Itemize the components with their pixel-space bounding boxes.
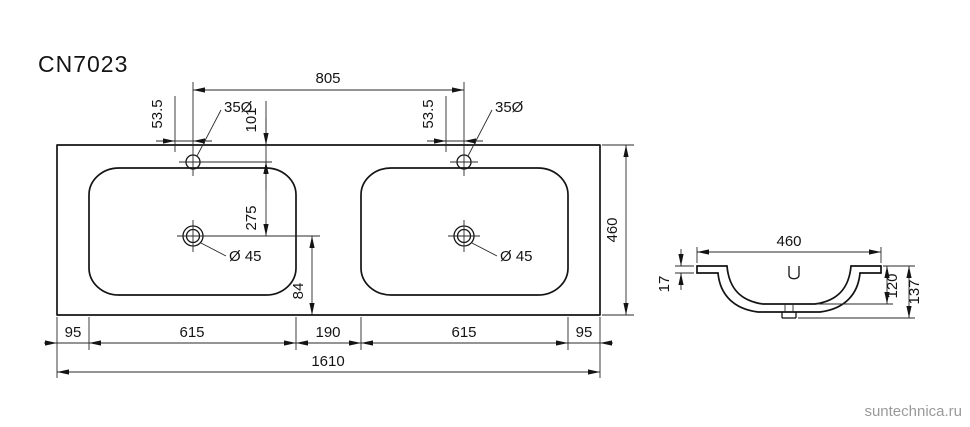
dimension-rim-thickness: 17 — [656, 249, 694, 292]
dim-section-460-label: 460 — [776, 233, 801, 250]
dimension-width-chain: 95 615 190 615 95 — [44, 324, 613, 346]
callout-drain-diameter-right: Ø 45 — [471, 242, 533, 265]
dimension-depth: 460 — [602, 144, 634, 316]
basin-section-profile — [696, 265, 882, 319]
dim-460-label: 460 — [604, 217, 621, 242]
chain-95-left-label: 95 — [65, 324, 82, 341]
faucet-hole-right-icon — [450, 82, 478, 176]
dimension-faucet-offset-right: 53.5 — [420, 96, 483, 152]
basin-right-outline — [360, 167, 569, 296]
dimension-drain-to-front: 84 — [290, 236, 315, 315]
drain-diameter-right-label: Ø 45 — [500, 248, 533, 265]
basin-left-outline — [88, 167, 297, 296]
drain-diameter-left-label: Ø 45 — [229, 248, 262, 265]
dimension-faucet-to-drain: 275 — [243, 162, 269, 236]
chain-190-label: 190 — [315, 324, 340, 341]
chain-95-right-label: 95 — [576, 324, 593, 341]
dimension-overall-height: 137 — [798, 266, 923, 319]
drain-section-icon — [781, 304, 797, 319]
chain-615-right-label: 615 — [451, 324, 476, 341]
model-number-label: CN7023 — [38, 51, 128, 77]
faucet-hole-left-icon — [179, 82, 272, 176]
dimension-faucet-spacing: 805 — [193, 70, 464, 93]
callout-drain-diameter-left: Ø 45 — [200, 242, 262, 265]
dim-120-label: 120 — [884, 273, 901, 298]
top-view: 805 53.5 53.5 35Ø 35Ø — [44, 70, 634, 378]
faucet-diameter-left-label: 35Ø — [224, 99, 253, 116]
callout-faucet-diameter-right: 35Ø — [467, 99, 524, 157]
overflow-detail-icon — [788, 266, 800, 280]
drain-hole-right-icon — [448, 220, 480, 252]
dim-17-label: 17 — [656, 276, 673, 293]
watermark-text: suntechnica.ru — [864, 403, 962, 420]
dim-1610-label: 1610 — [311, 353, 344, 370]
faucet-diameter-right-label: 35Ø — [495, 99, 524, 116]
dim-137-label: 137 — [906, 279, 923, 304]
drain-hole-left-icon — [177, 220, 320, 252]
dimension-faucet-offset-left: 53.5 — [149, 96, 212, 152]
dim-53-5-right-label: 53.5 — [420, 99, 437, 128]
dimension-section-width: 460 — [696, 233, 882, 263]
dim-53-5-left-label: 53.5 — [149, 99, 166, 128]
dim-84-label: 84 — [290, 283, 307, 300]
callout-faucet-diameter-left: 35Ø — [196, 99, 253, 157]
chain-615-left-label: 615 — [179, 324, 204, 341]
countertop-outline — [56, 144, 601, 316]
side-section-view: 460 17 120 137 — [656, 233, 923, 319]
dim-101-label: 101 — [243, 107, 260, 132]
dim-275-label: 275 — [243, 205, 260, 230]
dimension-overall-width: 1610 — [57, 353, 600, 375]
dim-805-label: 805 — [315, 70, 340, 87]
